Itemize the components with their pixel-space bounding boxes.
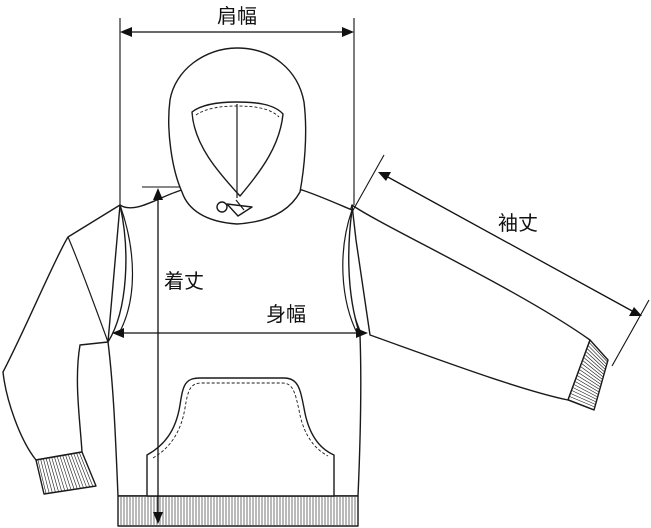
rib-line bbox=[572, 387, 598, 400]
rib-line bbox=[584, 354, 605, 373]
rib-line bbox=[65, 454, 78, 489]
right-cuff-ribbing bbox=[567, 339, 609, 411]
rib-line bbox=[586, 348, 607, 368]
rib-line bbox=[78, 452, 94, 487]
rib-line bbox=[45, 458, 56, 493]
rib-line bbox=[51, 457, 62, 492]
rib-line bbox=[569, 396, 595, 408]
kangaroo-pocket bbox=[146, 377, 335, 497]
rib-line bbox=[568, 399, 595, 410]
rib-line bbox=[40, 459, 50, 494]
rib-line bbox=[73, 453, 87, 488]
rib-line bbox=[580, 366, 603, 383]
rib-line bbox=[62, 455, 75, 490]
rib-line bbox=[67, 454, 81, 489]
chest-width-dimension: 身幅 bbox=[112, 302, 368, 338]
rib-line bbox=[588, 342, 608, 363]
left-sleeve bbox=[2, 204, 121, 461]
left-cuff-ribbing bbox=[35, 451, 97, 495]
rib-line bbox=[59, 455, 72, 490]
rib-line bbox=[587, 345, 607, 365]
rib-line bbox=[571, 390, 597, 403]
body-length-label: 着丈 bbox=[164, 269, 204, 293]
sleeve-length-label: 袖丈 bbox=[498, 211, 538, 235]
chest-width-label: 身幅 bbox=[266, 302, 306, 326]
rib-line bbox=[582, 360, 604, 378]
rib-line bbox=[37, 459, 47, 494]
right-sleeve bbox=[344, 204, 591, 401]
rib-line bbox=[48, 457, 59, 492]
rib-line bbox=[585, 351, 606, 370]
rib-line bbox=[583, 357, 605, 375]
rib-line bbox=[43, 458, 53, 493]
sleeve-length-dimension: 袖丈 bbox=[351, 154, 650, 367]
rib-line bbox=[570, 393, 596, 405]
rib-line bbox=[54, 456, 66, 491]
rib-line bbox=[70, 453, 84, 489]
rib-line bbox=[76, 452, 91, 488]
rib-line bbox=[574, 381, 599, 395]
shoulder-width-dimension: 肩幅 bbox=[119, 2, 355, 205]
hood bbox=[168, 47, 307, 225]
rib-line bbox=[581, 363, 603, 380]
rib-line bbox=[577, 372, 601, 388]
hem-ribbing bbox=[117, 495, 359, 527]
rib-line bbox=[579, 369, 602, 385]
shoulder-width-label: 肩幅 bbox=[217, 4, 257, 28]
rib-line bbox=[575, 378, 600, 393]
rib-line bbox=[576, 375, 600, 390]
body-length-dimension: 着丈 bbox=[142, 186, 204, 524]
rib-line bbox=[573, 384, 598, 398]
rib-line bbox=[56, 456, 69, 491]
